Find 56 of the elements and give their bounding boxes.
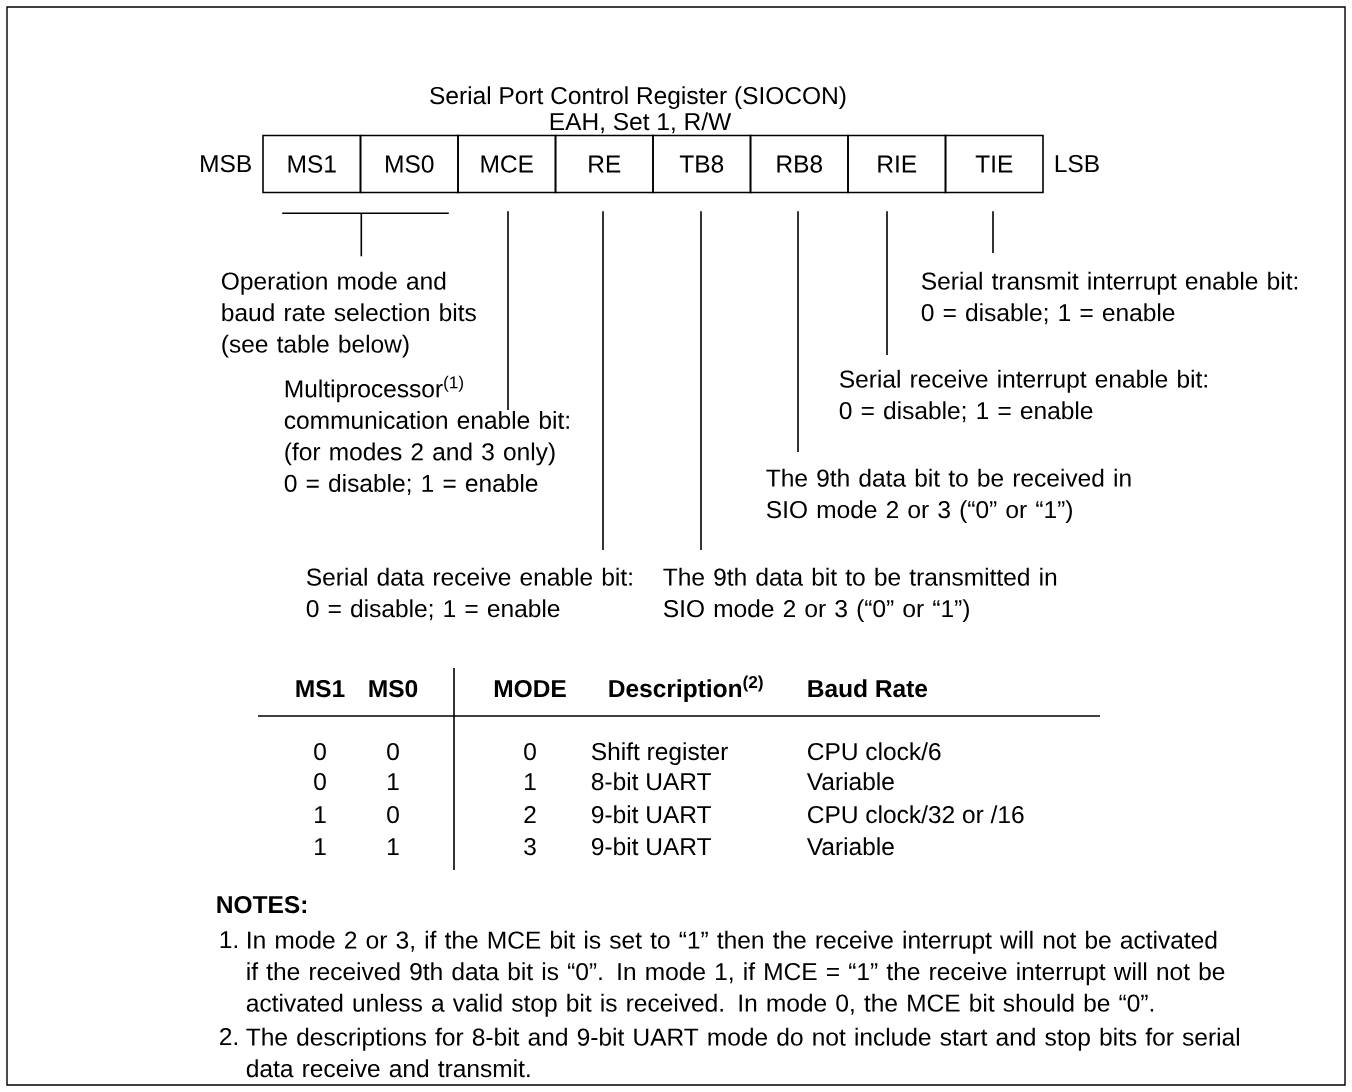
register-bit-cell: TIE <box>944 134 1044 194</box>
register-bit-cell: MCE <box>457 134 557 194</box>
leader-line <box>602 210 604 551</box>
table-cell: 1 <box>525 773 536 790</box>
table-cell: 1 <box>388 773 399 790</box>
table-cell: CPU clock/6 <box>808 742 941 761</box>
table-cell: CPU clock/32 or /16 <box>808 805 1024 824</box>
table-cell: 0 <box>387 805 399 824</box>
note-number: 2. <box>220 1027 237 1045</box>
leader-line <box>797 210 799 453</box>
table-cell: Shift register <box>591 742 728 766</box>
bit-order-label: MSB <box>201 154 251 173</box>
leader-line <box>281 212 450 258</box>
table-header: MODE <box>494 679 566 698</box>
register-bit-cell: TB8 <box>652 134 752 194</box>
bit-description: The 9th data bit to be received in SIO mode 2 or 3 (“0” or “1”) <box>766 468 1131 524</box>
bit-description: The 9th data bit to be transmitted in SIO mode 2 or 3 (“0” or “1”) <box>663 567 1057 623</box>
register-bit-cell: MS0 <box>359 134 459 194</box>
table-cell: 9-bit UART <box>591 837 711 856</box>
bit-description: Serial data receive enable bit: 0 = disable; 1 = enable <box>306 567 632 621</box>
table-cell: 1 <box>388 838 399 855</box>
table-cell: 1 <box>315 838 326 855</box>
table-cell: Variable <box>806 772 894 791</box>
note-number: 1. <box>220 931 237 948</box>
register-bit-cell: RE <box>554 134 654 194</box>
leader-line <box>700 210 702 551</box>
bit-description: Multiprocessor$^{(1)}$ communication enable bit: (for modes 2 and 3 only) 0 = disable; 1 = enable <box>284 375 569 495</box>
table-cell: 9-bit UART <box>591 805 711 824</box>
table-cell: 2 <box>524 805 536 823</box>
bit-description: Serial transmit interrupt enable bit: 0 = disable; 1 = enable <box>921 271 1298 325</box>
register-title: Serial Port Control Register (SIOCON) <box>430 86 846 110</box>
bit-order-label: LSB <box>1055 154 1099 173</box>
address-label: EAH, Set 1, R/W <box>550 112 732 134</box>
table-cell: 8-bit UART <box>591 772 711 791</box>
notes-heading: NOTES: <box>217 895 306 914</box>
leader-line <box>992 210 994 254</box>
leader-line <box>886 210 888 356</box>
table-cell: Variable <box>806 837 894 856</box>
table-cell: 0 <box>524 742 536 761</box>
register-bit-cell: RIE <box>847 134 947 194</box>
table-header: Baud Rate <box>808 679 928 698</box>
table-cell: 0 <box>314 772 326 791</box>
table-cell: 0 <box>314 742 326 761</box>
table-cell: 0 <box>387 742 399 761</box>
note-text: The descriptions for 8-bit and 9-bit UART mode do not include start and stop bits for serial data receive and transmit. <box>246 1027 1239 1078</box>
table-header: Description$^{(2)}$ <box>609 675 763 703</box>
bit-description: Operation mode and baud rate selection bits (see table below) <box>221 271 476 358</box>
note-text: In mode 2 or 3, if the MCE bit is set to “1” then the receive interrupt will not be activated if the received 9th data bit is “0”. In mode 1, if MCE = “1” the receive interrupt will not be activated unless a valid stop bit is received. In mode 0, the MCE bit should be “0”. <box>246 930 1225 1017</box>
bit-description: Serial receive interrupt enable bit: 0 = disable; 1 = enable <box>839 369 1207 423</box>
leader-line <box>507 210 509 411</box>
register-bit-cell: RB8 <box>749 134 849 194</box>
register-bit-cell: MS1 <box>262 134 362 194</box>
table-header: MS0 <box>369 679 418 698</box>
table-cell: 1 <box>315 806 326 823</box>
table-header: MS1 <box>296 679 345 698</box>
table-cell: 3 <box>524 837 536 856</box>
